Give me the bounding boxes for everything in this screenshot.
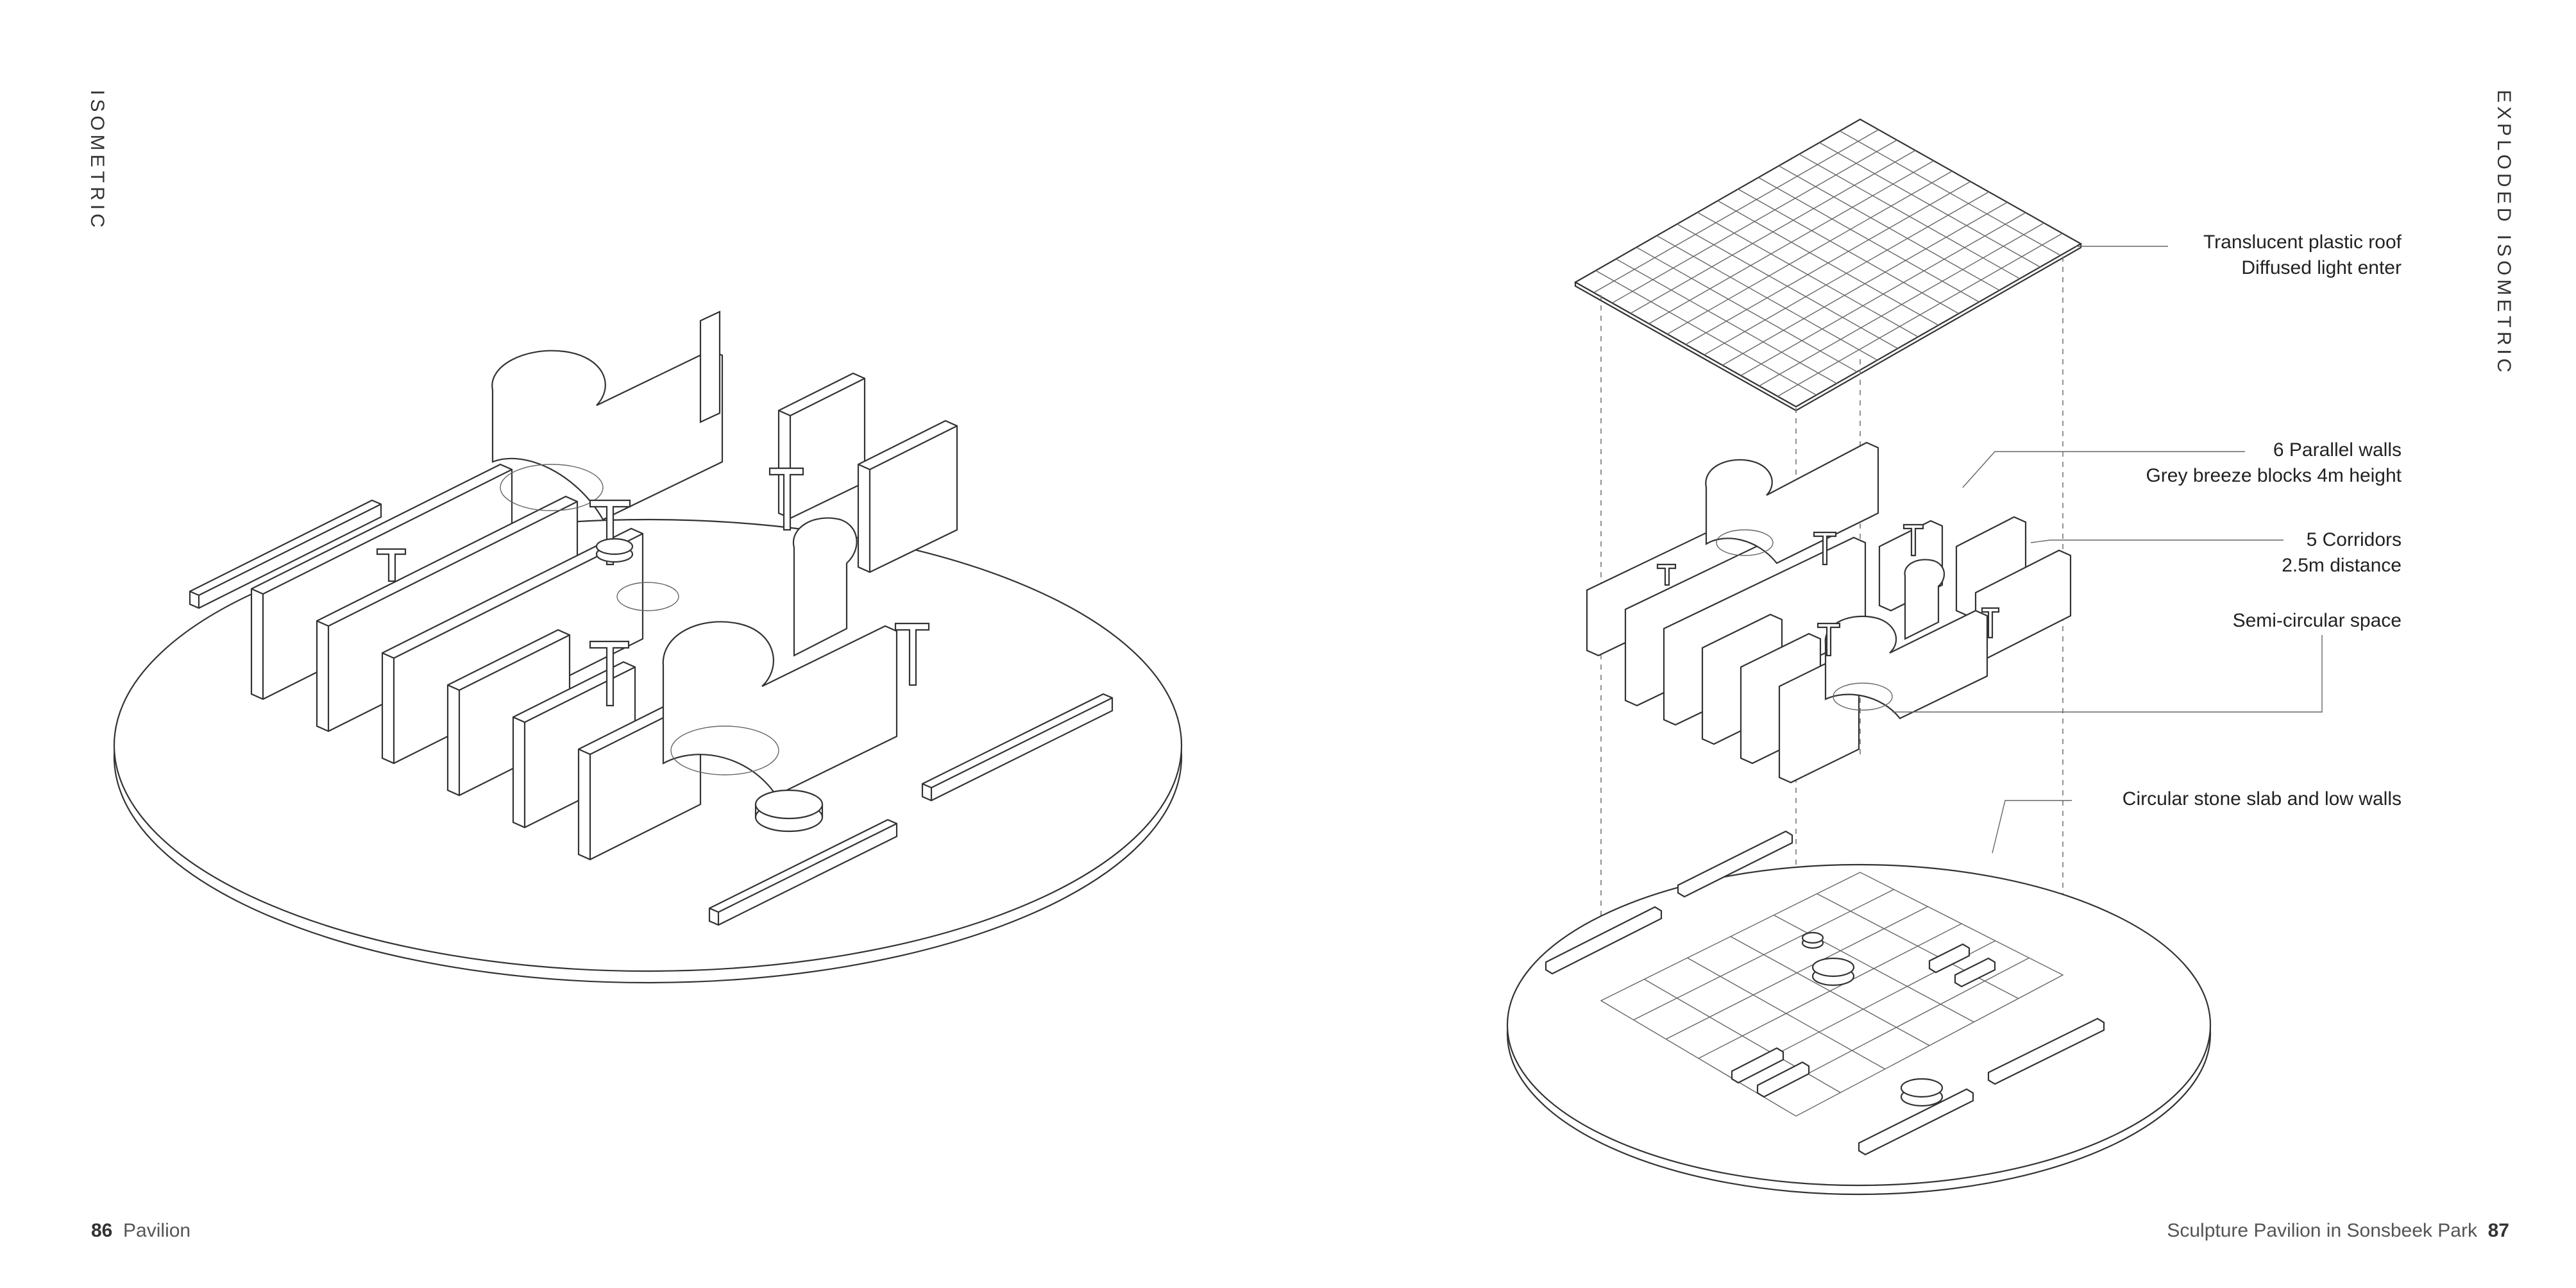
curved-wall: [662, 621, 898, 797]
ring: [670, 725, 779, 775]
drum: [1900, 1078, 1944, 1107]
roof-grid-line: [1685, 181, 1971, 345]
roof-grid-line: [1611, 139, 1897, 303]
bench: [708, 818, 898, 926]
drum-small: [1801, 931, 1824, 949]
callout-corridors-line1: 5 Corridors: [2306, 529, 2402, 550]
callout-corridors: 5 Corridors 2.5m distance: [2282, 527, 2402, 579]
curved-wall: [792, 517, 858, 657]
curved-wall: [857, 419, 958, 573]
callout-semicircle-line1: Semi-circular space: [2232, 610, 2402, 631]
column: [768, 467, 804, 531]
base-grid-line: [1666, 906, 1928, 1040]
left-folio: 86 Pavilion: [91, 1220, 191, 1242]
roof-grid-line: [1666, 171, 1953, 335]
base-grid-line: [1633, 889, 1894, 1021]
ring: [500, 464, 604, 511]
right-folio: Sculpture Pavilion in Sonsbeek Park 87: [2167, 1220, 2509, 1242]
curved-wall: [777, 372, 866, 520]
roof-grid-line: [1740, 212, 2026, 377]
base-level: [1506, 830, 2212, 1196]
right-page-title: Sculpture Pavilion in Sonsbeek Park: [2167, 1220, 2477, 1241]
roof-grid-line: [1704, 191, 1990, 355]
roof-grid-line: [1777, 233, 2063, 397]
roof-grid-line: [1722, 201, 2008, 366]
left-page-number: 86: [91, 1220, 113, 1241]
roof-grid-line: [1630, 149, 1916, 314]
drum-small: [595, 538, 634, 563]
callout-walls-line2: Grey breeze blocks 4m height: [2146, 465, 2402, 486]
callout-roof-line2: Diffused light enter: [2241, 257, 2402, 278]
exploded-isometric-drawing: [1506, 118, 2323, 1196]
roof-grid-line: [1648, 160, 1935, 325]
curved-wall: [699, 310, 721, 423]
callout-semicircle: Semi-circular space: [2233, 608, 2402, 634]
leader-lines: [1892, 246, 2323, 854]
right-page-number: 87: [2487, 1220, 2509, 1241]
callout-walls-line1: 6 Parallel walls: [2273, 439, 2402, 461]
callout-roof: Translucent plastic roof Diffused light …: [2203, 230, 2402, 281]
base-grid-line: [1698, 923, 1962, 1059]
callout-walls: 6 Parallel walls Grey breeze blocks 4m h…: [2146, 437, 2402, 489]
column: [589, 640, 630, 707]
callout-corridors-line2: 2.5m distance: [2282, 555, 2402, 576]
roof-grid: [1573, 118, 2083, 412]
bench: [189, 499, 382, 609]
callout-roof-line1: Translucent plastic roof: [2203, 232, 2402, 253]
left-page-title: Pavilion: [123, 1220, 191, 1241]
ring: [616, 582, 679, 611]
drum: [1811, 957, 1855, 987]
walls-level: [1586, 441, 2072, 784]
bench: [921, 693, 1114, 802]
column: [589, 499, 631, 566]
roof-grid-line: [1759, 223, 2045, 387]
column: [376, 548, 407, 582]
roof-grid-line: [1593, 129, 1879, 293]
isometric-drawing: [113, 310, 1183, 984]
callout-slab-line1: Circular stone slab and low walls: [2122, 788, 2402, 809]
callout-slab: Circular stone slab and low walls: [2123, 786, 2402, 812]
curved-wall: [491, 349, 724, 521]
column: [894, 622, 930, 686]
drum: [754, 789, 824, 833]
